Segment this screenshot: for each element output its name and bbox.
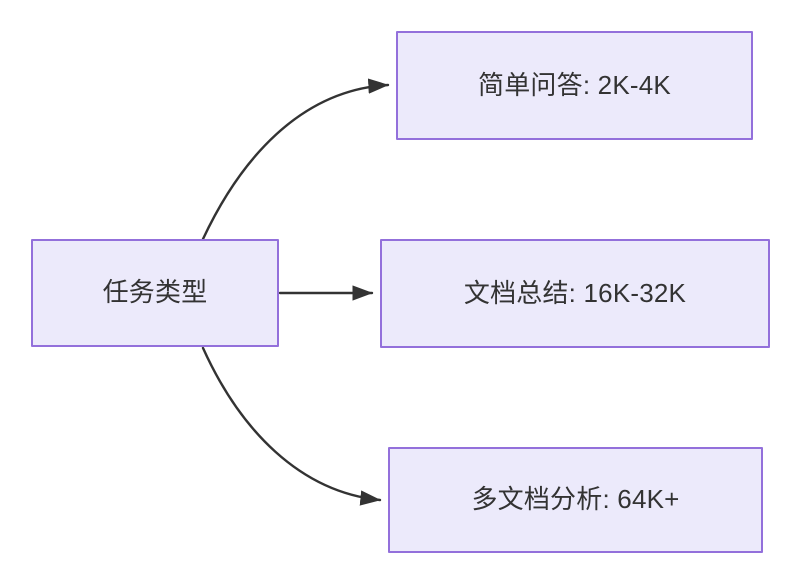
node-label: 简单问答: 2K-4K <box>478 69 671 100</box>
node-label: 任务类型 <box>102 277 208 308</box>
node-simple-qa[interactable]: 简单问答: 2K-4K <box>396 31 753 140</box>
node-label: 文档总结: 16K-32K <box>463 277 687 308</box>
node-label: 多文档分析: 64K+ <box>471 484 680 515</box>
node-doc-summary[interactable]: 文档总结: 16K-32K <box>380 239 770 348</box>
edge-root-to-multi-doc <box>201 346 382 506</box>
edge-root-to-simple-qa <box>201 78 390 241</box>
node-task-type[interactable]: 任务类型 <box>31 239 279 347</box>
node-multi-doc[interactable]: 多文档分析: 64K+ <box>388 447 763 553</box>
